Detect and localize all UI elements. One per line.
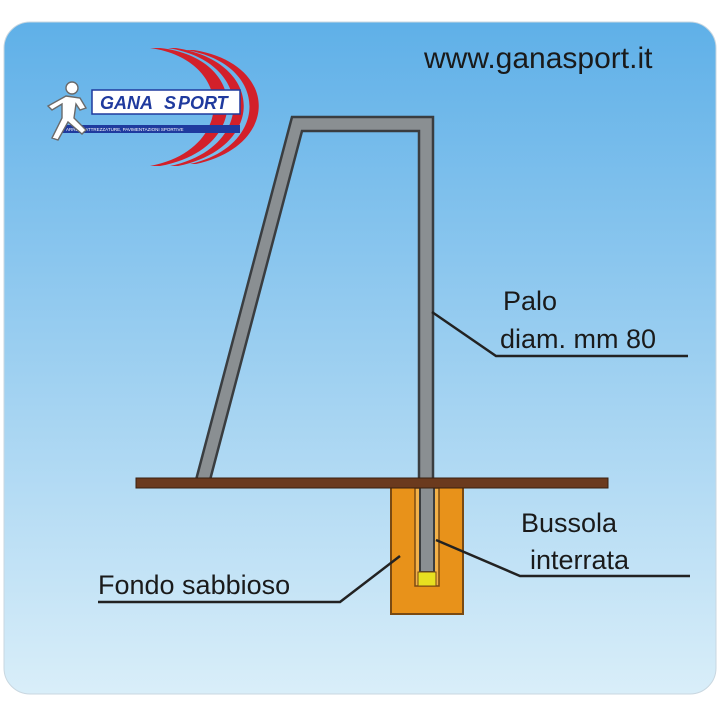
logo-text-left: ANA [113, 93, 153, 113]
pole-label-line2: diam. mm 80 [500, 324, 656, 354]
runner-icon [46, 81, 88, 141]
logo-track-arcs [150, 48, 228, 166]
base-leader-line [98, 555, 401, 604]
logo-g-left: G [100, 93, 114, 113]
logo-banner [91, 89, 241, 115]
background-panel [3, 21, 717, 695]
pole-in-sleeve [419, 485, 435, 573]
logo-text-right: PORT [178, 93, 230, 113]
logo-tagline: ARREDI, ATTREZZATURE, PAVIMENTAZIONI SPO… [66, 127, 184, 132]
logo-tagline-bar [62, 125, 240, 133]
sleeve-label-line2: interrata [530, 545, 630, 575]
pole-label-line1: Palo [503, 286, 557, 316]
website-url: www.ganasport.it [423, 42, 653, 75]
sleeve-label-line1: Bussola [521, 508, 618, 538]
ganasport-logo: G ANA S PORT ARREDI, ATTREZZATURE, PAVIM… [46, 48, 259, 166]
base-label: Fondo sabbioso [98, 570, 290, 600]
pole-leader-line [431, 310, 688, 358]
sleeve-cap [417, 571, 437, 587]
logo-s-right: S [164, 93, 176, 113]
ground-surface [135, 477, 609, 489]
sleeve-leader-line [435, 538, 690, 578]
